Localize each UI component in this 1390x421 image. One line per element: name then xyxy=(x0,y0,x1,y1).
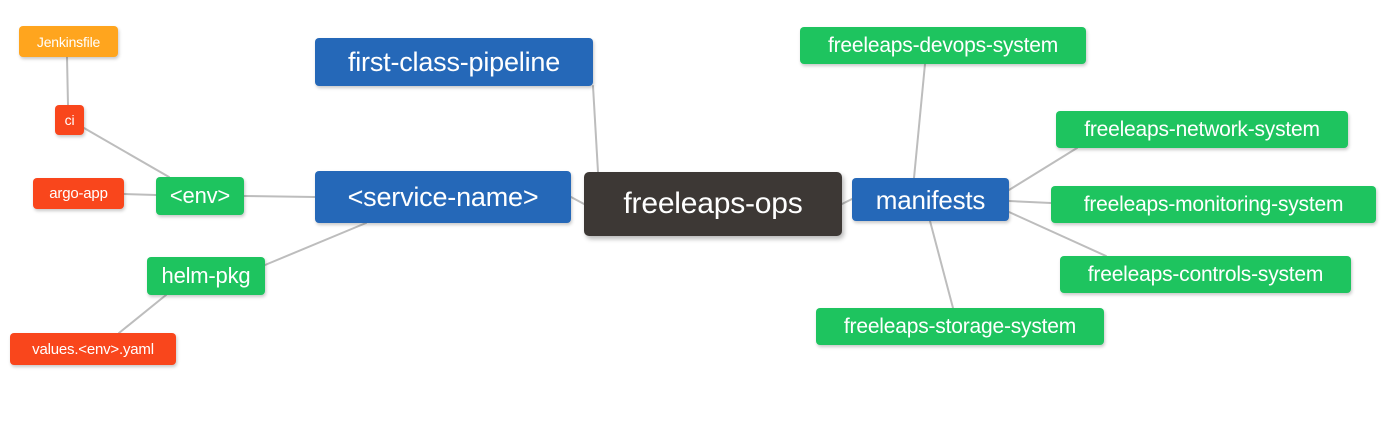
node-env[interactable]: <env> xyxy=(156,177,244,215)
node-freeleaps-storage-system[interactable]: freeleaps-storage-system xyxy=(816,308,1104,345)
node-freeleaps-devops-system[interactable]: freeleaps-devops-system xyxy=(800,27,1086,64)
node-manifests[interactable]: manifests xyxy=(852,178,1009,221)
node-argo-app[interactable]: argo-app xyxy=(33,178,124,209)
node-first-class-pipeline[interactable]: first-class-pipeline xyxy=(315,38,593,86)
edge-service-name-to-env xyxy=(243,195,316,198)
edge-env-to-argo-app xyxy=(123,193,157,196)
edge-manifests-to-freeleaps-devops-system xyxy=(913,63,926,179)
node-freeleaps-network-system[interactable]: freeleaps-network-system xyxy=(1056,111,1348,148)
node-values-env-yaml[interactable]: values.<env>.yaml xyxy=(10,333,176,365)
edge-manifests-to-freeleaps-storage-system xyxy=(929,220,954,309)
edge-env-to-ci xyxy=(83,127,170,178)
node-freeleaps-ops[interactable]: freeleaps-ops xyxy=(584,172,842,236)
edge-freeleaps-ops-to-first-class-pipeline xyxy=(592,85,599,173)
node-service-name[interactable]: <service-name> xyxy=(315,171,571,223)
node-ci[interactable]: ci xyxy=(55,105,84,135)
edge-ci-to-jenkinsfile xyxy=(66,56,69,106)
edge-manifests-to-freeleaps-monitoring-system xyxy=(1008,200,1052,204)
edge-manifests-to-freeleaps-network-system xyxy=(1008,147,1078,191)
edge-helm-pkg-to-values-env-yaml xyxy=(118,294,167,334)
edge-freeleaps-ops-to-manifests xyxy=(841,198,853,205)
node-freeleaps-monitoring-system[interactable]: freeleaps-monitoring-system xyxy=(1051,186,1376,223)
edge-freeleaps-ops-to-service-name xyxy=(570,196,585,205)
node-helm-pkg[interactable]: helm-pkg xyxy=(147,257,265,295)
node-freeleaps-controls-system[interactable]: freeleaps-controls-system xyxy=(1060,256,1351,293)
edge-service-name-to-helm-pkg xyxy=(264,222,367,266)
node-jenkinsfile[interactable]: Jenkinsfile xyxy=(19,26,118,57)
